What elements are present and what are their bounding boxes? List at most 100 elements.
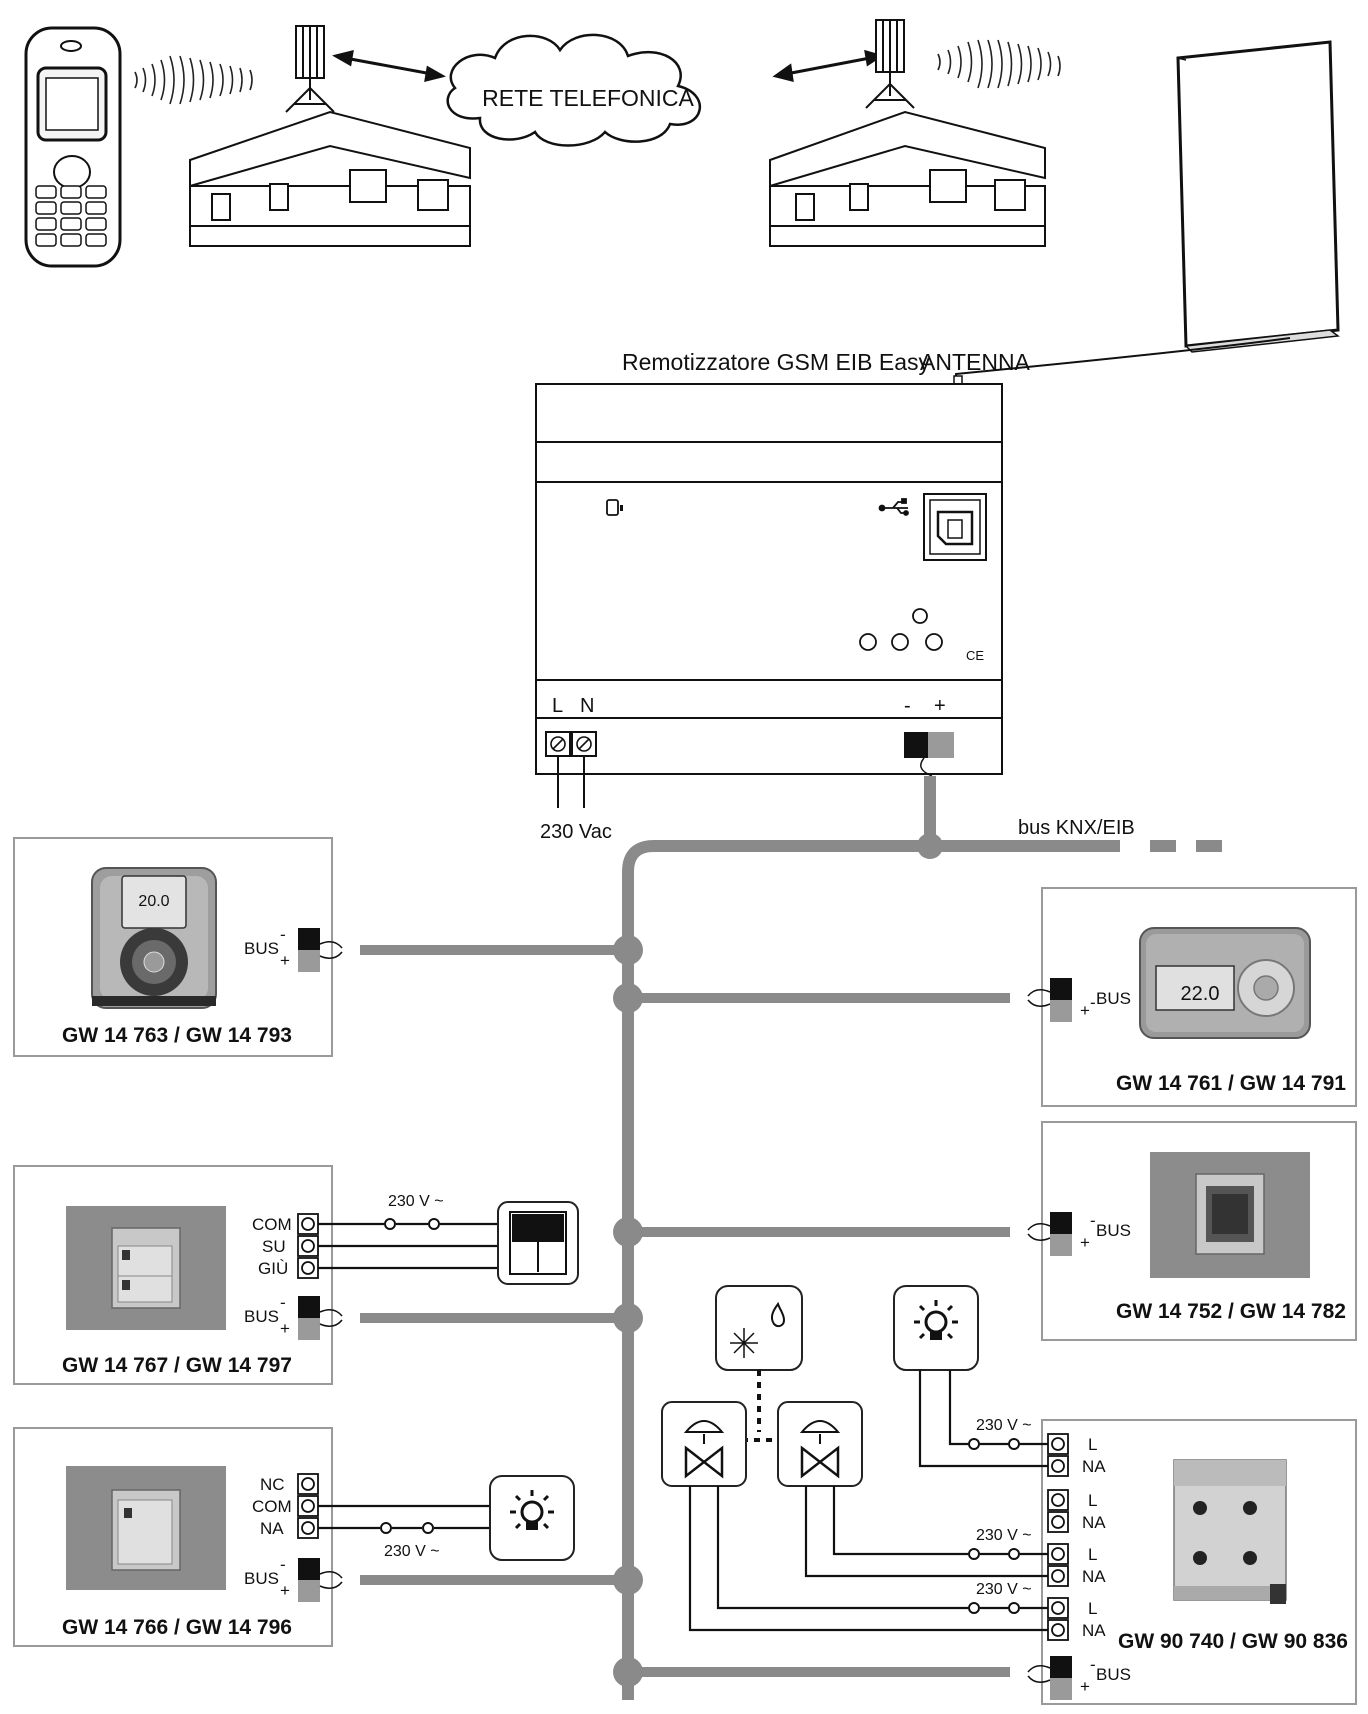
thermostat-image: 20.0 bbox=[91, 867, 217, 1009]
shutter-motor-icon bbox=[497, 1201, 579, 1285]
left3-terminal-na: NA bbox=[260, 1519, 284, 1538]
left3-bus-plus: + bbox=[280, 1581, 290, 1600]
left3-bus-terminal[interactable] bbox=[298, 1558, 320, 1602]
act-model: GW 90 740 / GW 90 836 bbox=[1118, 1630, 1348, 1653]
act-bus-terminal[interactable] bbox=[1050, 1656, 1072, 1700]
left2-bus-plus: + bbox=[280, 1319, 290, 1338]
left3-bus-label: BUS bbox=[244, 1569, 279, 1588]
right2-bus-terminal[interactable] bbox=[1050, 1212, 1072, 1256]
ch2-l: L bbox=[1088, 1491, 1097, 1510]
mains-terminals[interactable] bbox=[545, 731, 597, 757]
signal-waves-left bbox=[134, 55, 253, 105]
device-gw14763: 20.0 BUS - + GW 14 763 / GW 14 793 bbox=[13, 837, 343, 1057]
ch3-voltage: 230 V ~ bbox=[976, 1527, 1032, 1544]
valve-icon-1 bbox=[661, 1401, 747, 1487]
right2-model: GW 14 752 / GW 14 782 bbox=[1116, 1300, 1346, 1323]
lamp-icon-right bbox=[893, 1285, 979, 1371]
ch4-voltage: 230 V ~ bbox=[976, 1581, 1032, 1598]
act-bus-minus: - bbox=[1090, 1655, 1096, 1674]
act-bus-label: BUS bbox=[1096, 1665, 1131, 1684]
left1-bus-terminal[interactable] bbox=[298, 928, 320, 972]
arrow-right-link bbox=[772, 49, 884, 82]
gateway-bus-minus: - bbox=[904, 695, 911, 717]
left1-bus-label: BUS bbox=[244, 939, 279, 958]
right2-bus-minus: - bbox=[1090, 1211, 1096, 1230]
heat-cool-selector-icon bbox=[715, 1285, 803, 1371]
ce-mark: CE bbox=[966, 648, 984, 663]
left1-model: GW 14 763 / GW 14 793 bbox=[62, 1024, 292, 1047]
terminal-n-label: N bbox=[580, 695, 594, 717]
ch2-na: NA bbox=[1082, 1513, 1106, 1532]
antenna-label: ANTENNA bbox=[920, 349, 1031, 375]
gsm-gateway: Remotizzatore GSM EIB Easy ANTENNA bbox=[535, 349, 1031, 843]
left2-terminal-giu: GIÙ bbox=[258, 1259, 288, 1278]
ch4-na: NA bbox=[1082, 1621, 1106, 1640]
left2-model: GW 14 767 / GW 14 797 bbox=[62, 1354, 292, 1377]
usb-icon bbox=[878, 498, 909, 516]
supply-label: 230 Vac bbox=[540, 821, 612, 843]
terminal-l-label: L bbox=[552, 695, 563, 717]
device-gw90740: L NA L NA L NA L NA 230 V ~ 230 V ~ 230 … bbox=[976, 1417, 1357, 1705]
thermostat-display: 20.0 bbox=[138, 893, 169, 910]
left1-bus-minus: - bbox=[280, 925, 286, 944]
building-right bbox=[769, 110, 1046, 247]
act-bus-plus: + bbox=[1080, 1677, 1090, 1696]
left2-terminal-com: COM bbox=[252, 1215, 292, 1234]
gateway-bus-plus: + bbox=[934, 695, 946, 717]
right1-bus-minus: - bbox=[1090, 993, 1096, 1012]
light-module-image bbox=[66, 1466, 226, 1590]
cloud-network: RETE TELEFONICA bbox=[446, 33, 702, 147]
ch3-na: NA bbox=[1082, 1567, 1106, 1586]
lamp-icon-left bbox=[489, 1475, 575, 1561]
ch1-na: NA bbox=[1082, 1457, 1106, 1476]
actuator-switch-contacts bbox=[968, 1438, 1020, 1614]
left2-screw-terminals[interactable] bbox=[297, 1213, 319, 1279]
left2-bus-terminal[interactable] bbox=[298, 1296, 320, 1340]
chrono-display: 22.0 bbox=[1181, 983, 1220, 1005]
left3-bus-minus: - bbox=[280, 1555, 286, 1574]
mobile-phone bbox=[24, 26, 122, 268]
antenna-cable bbox=[955, 337, 1291, 380]
thermostat-module-image bbox=[1150, 1152, 1310, 1278]
right1-bus-label: BUS bbox=[1096, 989, 1131, 1008]
right1-bus-terminal[interactable] bbox=[1050, 978, 1072, 1022]
shutter-module-image bbox=[66, 1206, 226, 1330]
left3-wires bbox=[318, 1504, 490, 1530]
ch1-voltage: 230 V ~ bbox=[976, 1417, 1032, 1434]
right2-bus-label: BUS bbox=[1096, 1221, 1131, 1240]
bus-line-label: bus KNX/EIB bbox=[1018, 817, 1135, 839]
cloud-label: RETE TELEFONICA bbox=[482, 85, 694, 111]
chrono-thermostat-image: 22.0 bbox=[1139, 927, 1311, 1039]
left2-bus-label: BUS bbox=[244, 1307, 279, 1326]
left2-wires bbox=[318, 1222, 498, 1270]
building-left bbox=[189, 110, 471, 247]
left2-terminal-su: SU bbox=[262, 1237, 286, 1256]
signal-waves-right bbox=[937, 39, 1061, 89]
left1-bus-plus: + bbox=[280, 951, 290, 970]
gateway-bus-terminal[interactable] bbox=[904, 732, 954, 758]
cell-tower-left bbox=[285, 25, 335, 113]
device-gw14761: 22.0 - + BUS GW 14 761 / GW 14 791 bbox=[1027, 887, 1357, 1107]
left3-screw-terminals[interactable] bbox=[297, 1473, 319, 1539]
gateway-title: Remotizzatore GSM EIB Easy bbox=[622, 349, 931, 375]
left3-voltage: 230 V ~ bbox=[384, 1543, 440, 1560]
usb-port[interactable] bbox=[923, 493, 987, 561]
actuator-screw-terminals[interactable] bbox=[1047, 1433, 1069, 1641]
sim-card-icon bbox=[606, 499, 623, 516]
device-gw14767: COM SU GIÙ 230 V ~ BUS - + GW 14 767 / G… bbox=[13, 1165, 579, 1385]
valve-icon-2 bbox=[777, 1401, 863, 1487]
actuator-wires bbox=[688, 1370, 1048, 1632]
left3-terminal-com: COM bbox=[252, 1497, 292, 1516]
left3-terminal-nc: NC bbox=[260, 1475, 285, 1494]
left2-voltage: 230 V ~ bbox=[388, 1193, 444, 1210]
left3-model: GW 14 766 / GW 14 796 bbox=[62, 1616, 292, 1639]
antenna-panel bbox=[1176, 40, 1340, 353]
cell-tower-right bbox=[865, 19, 915, 109]
left2-bus-minus: - bbox=[280, 1293, 286, 1312]
status-leds bbox=[859, 608, 943, 651]
ch4-l: L bbox=[1088, 1599, 1097, 1618]
ch3-l: L bbox=[1088, 1545, 1097, 1564]
bus-knx-eib: bus KNX/EIB bbox=[360, 776, 1222, 1700]
actuator-image bbox=[1173, 1459, 1287, 1604]
